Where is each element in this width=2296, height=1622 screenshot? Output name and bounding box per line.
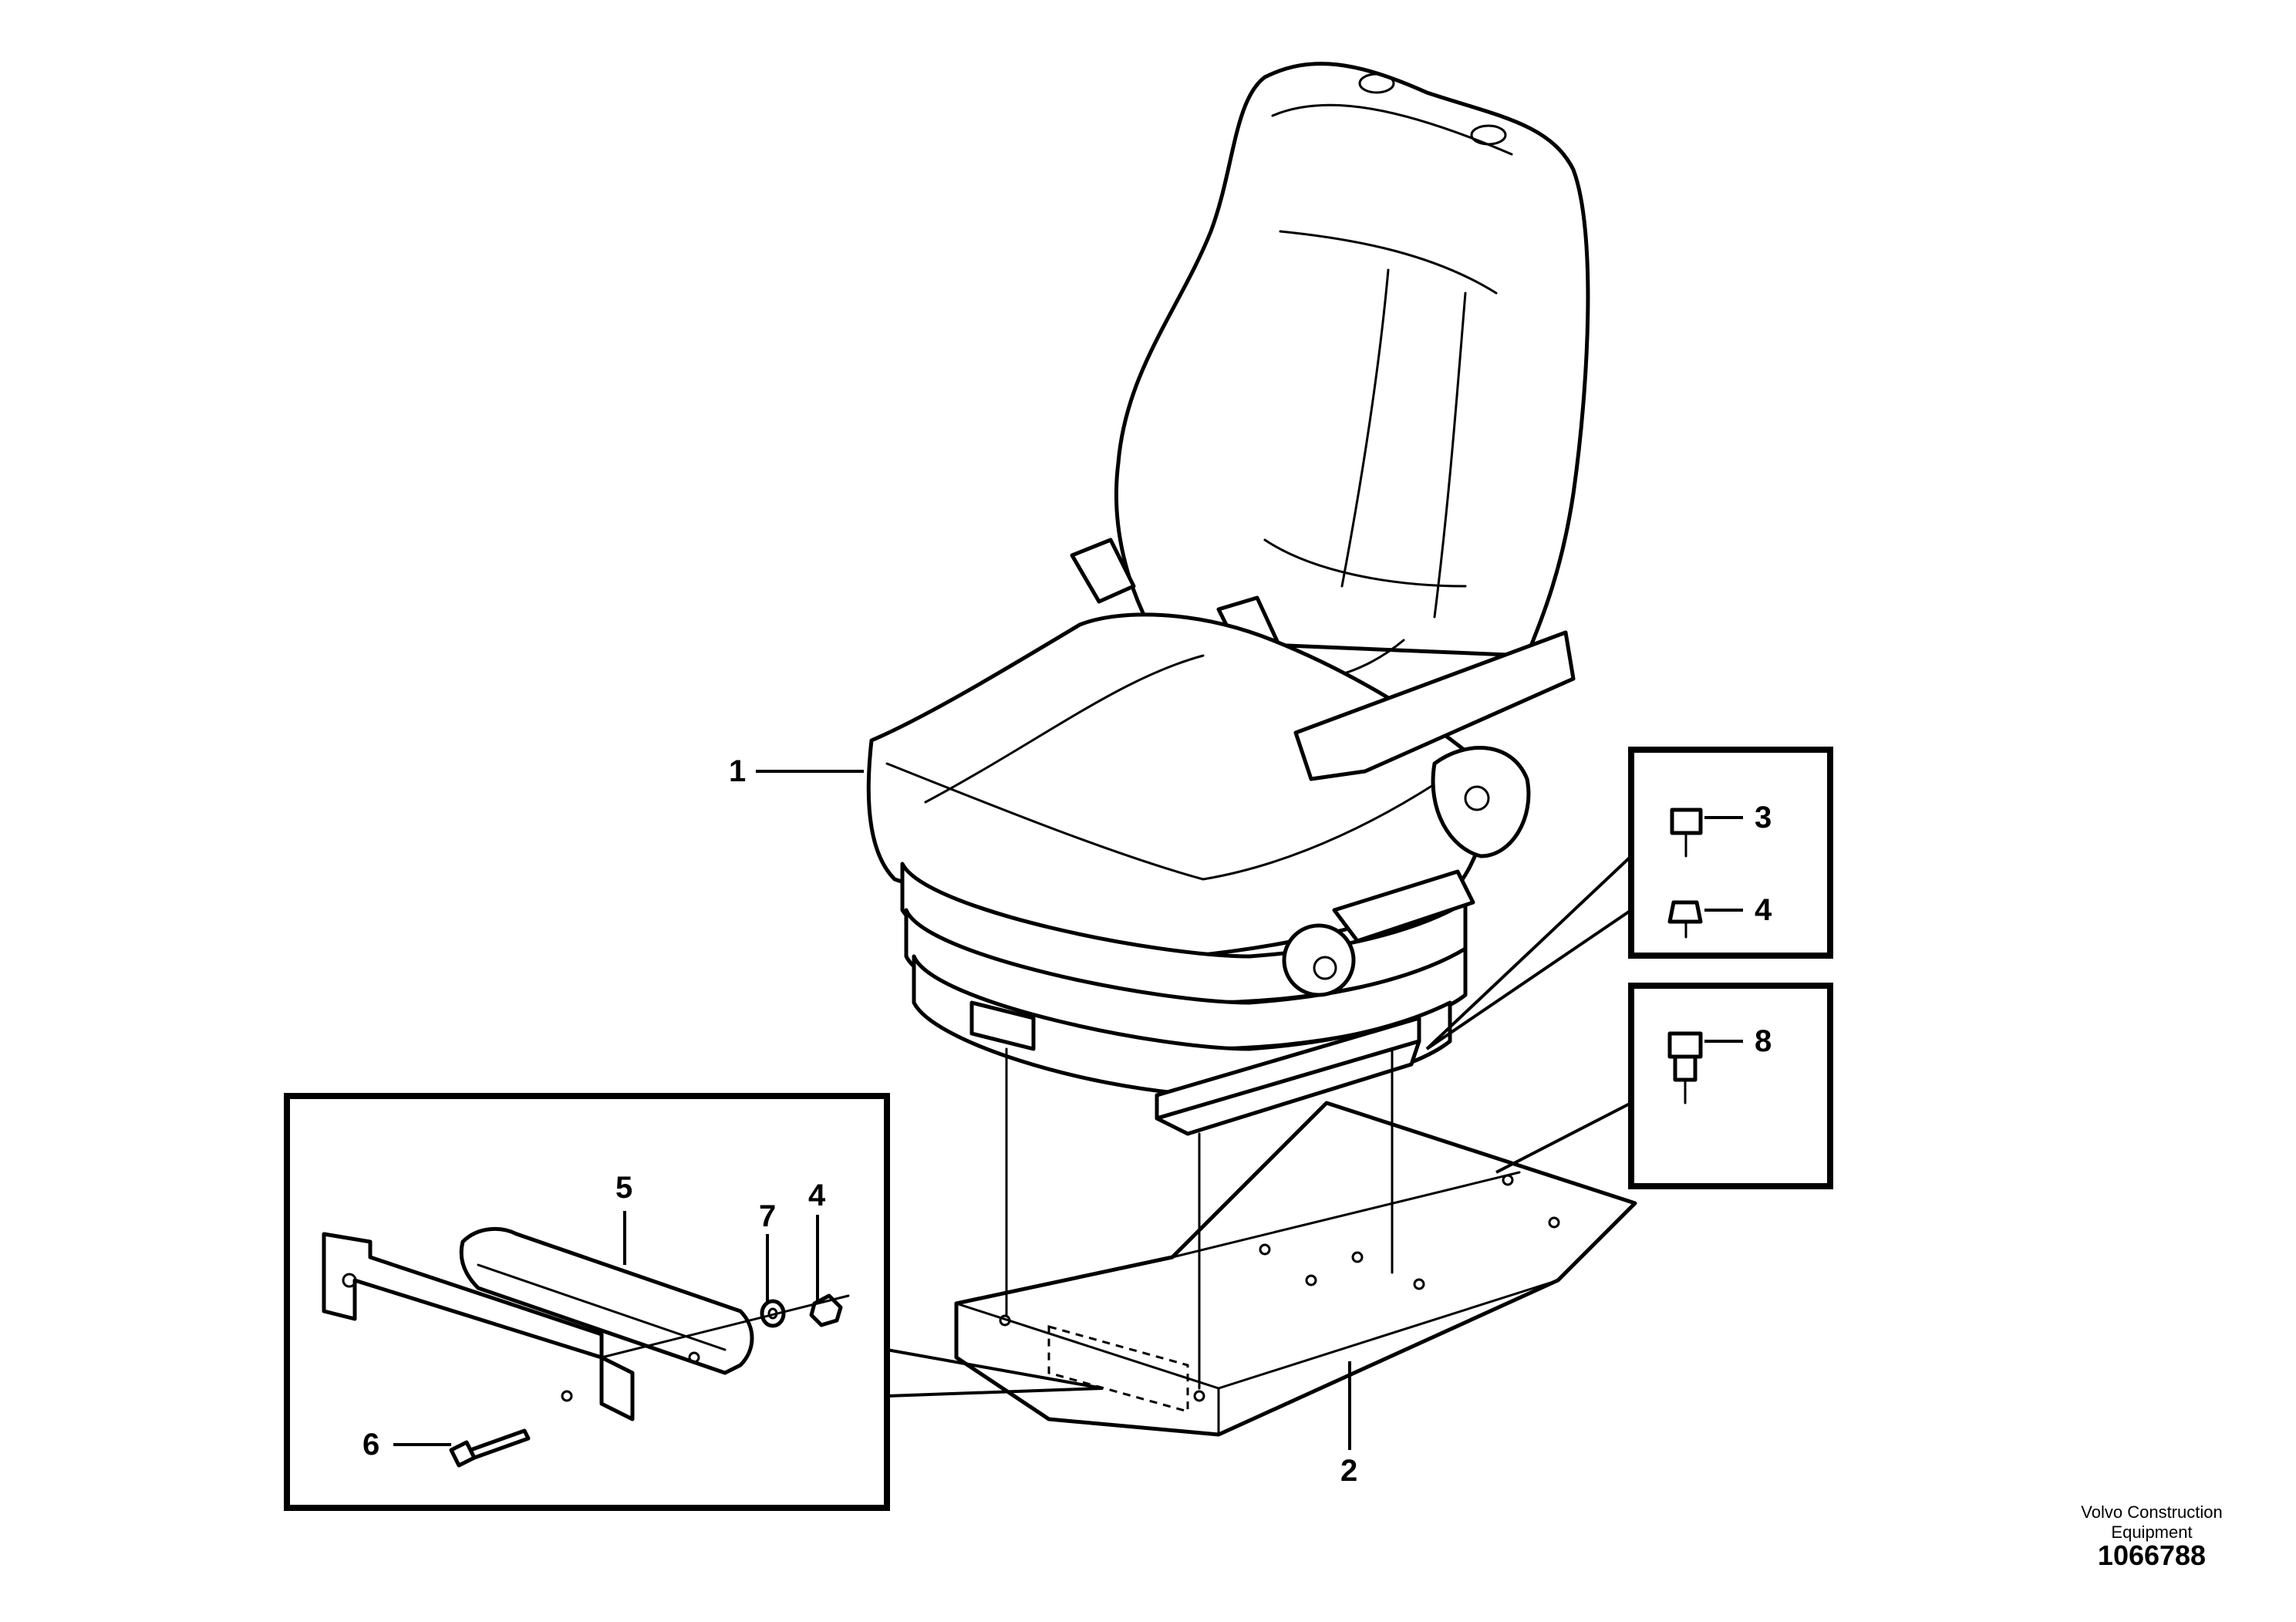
- drawing-number: 1066788: [2097, 1539, 2207, 1571]
- callout-2: 2: [1340, 1454, 1357, 1488]
- callout-4-bottom: 4: [808, 1179, 826, 1212]
- brand-line-2: Equipment: [2111, 1523, 2193, 1542]
- brand-line-1: Volvo Construction: [2081, 1502, 2223, 1522]
- seat-slide-rail: [969, 1000, 1421, 1136]
- detail-box-bracket: [284, 1093, 1104, 1511]
- callout-leaders: [393, 770, 1351, 1450]
- callout-4-top: 4: [1755, 893, 1772, 927]
- suspension-bellows: [900, 862, 1475, 1098]
- callout-8: 8: [1755, 1024, 1772, 1058]
- callout-3: 3: [1755, 801, 1772, 835]
- callout-5: 5: [615, 1171, 632, 1205]
- assembly-guide-lines: [1005, 1047, 1394, 1390]
- callout-7: 7: [759, 1199, 776, 1233]
- seat-backrest: [1114, 62, 1590, 658]
- detail-box-screw-nut: [1425, 747, 1833, 1050]
- callout-6: 6: [362, 1428, 379, 1462]
- callout-1: 1: [729, 754, 746, 788]
- detail-box-screw: [1495, 983, 1833, 1189]
- brand-label: Volvo Construction Equipment: [2021, 1502, 2283, 1543]
- armrest: [1293, 630, 1576, 858]
- seat-base-tray: [954, 1101, 1637, 1437]
